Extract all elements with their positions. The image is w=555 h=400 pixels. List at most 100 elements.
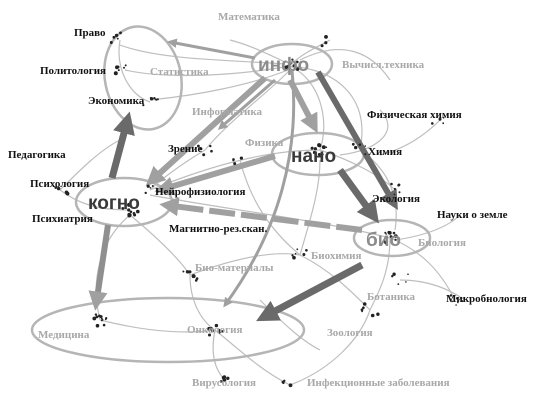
network-edge — [369, 237, 391, 311]
network-node — [117, 69, 120, 72]
network-node — [438, 117, 442, 121]
network-node — [151, 185, 154, 187]
network-node — [317, 143, 322, 148]
field-psychiatry: Психиатрия — [32, 213, 93, 225]
network-node — [397, 183, 401, 187]
network-node — [384, 236, 388, 239]
network-node — [351, 142, 355, 146]
network-node — [210, 149, 213, 153]
network-edge — [99, 319, 216, 333]
network-node — [208, 333, 211, 337]
network-node — [391, 275, 394, 278]
network-node — [362, 302, 367, 306]
network-node — [188, 270, 192, 274]
network-node — [121, 207, 125, 210]
network-edge — [299, 49, 391, 81]
arrow-bio-to-oncology — [256, 261, 364, 322]
network-node — [442, 122, 445, 125]
network-node — [282, 382, 285, 384]
hub-labels: инфо нано когно био — [88, 55, 401, 251]
network-edge — [149, 69, 289, 101]
network-node — [390, 182, 393, 186]
network-edge — [59, 189, 131, 211]
hub-nano-label: нано — [291, 146, 336, 167]
network-node — [457, 301, 459, 304]
network-node — [102, 323, 106, 327]
network-node — [226, 376, 230, 380]
network-node — [370, 313, 375, 318]
network-node — [376, 312, 380, 316]
network-node — [321, 145, 326, 150]
network-node — [294, 252, 297, 255]
network-edge — [189, 274, 216, 331]
network-node — [358, 143, 361, 146]
field-chemistry: Химия — [368, 146, 402, 158]
hub-bio-label: био — [366, 230, 401, 251]
field-mri: Магнитно-рез.скан. — [169, 223, 268, 235]
network-node — [136, 209, 140, 214]
hub-info-label: инфо — [258, 55, 309, 76]
network-node — [116, 37, 119, 40]
network-node — [455, 304, 457, 306]
network-edge — [394, 214, 461, 241]
network-edge — [239, 159, 301, 256]
network-node — [56, 186, 61, 191]
network-node — [394, 238, 397, 241]
network-edge — [359, 149, 397, 231]
network-node — [361, 310, 363, 313]
network-node — [113, 71, 118, 76]
network-edge — [289, 65, 363, 151]
network-node — [431, 122, 434, 125]
network-edge — [214, 329, 291, 386]
network-node — [283, 379, 286, 382]
network-node — [199, 147, 203, 151]
network-node — [442, 117, 445, 119]
arrow-info-to-nano — [287, 78, 318, 134]
field-economics: Экономика — [88, 95, 145, 107]
network-node — [310, 146, 314, 150]
network-node — [210, 329, 214, 333]
network-node — [124, 64, 127, 67]
network-edges — [59, 39, 466, 386]
arrow-info-to-medicine — [223, 69, 296, 308]
network-node — [101, 319, 104, 321]
network-node — [100, 317, 103, 320]
field-neurophysiology: Нейрофизиология — [155, 186, 245, 198]
network-node — [99, 315, 103, 319]
network-node — [197, 144, 200, 148]
network-node — [449, 294, 453, 297]
field-zoology: Зоология — [327, 327, 373, 339]
network-node — [324, 35, 328, 39]
network-node — [64, 190, 69, 195]
network-edge — [339, 109, 389, 156]
network-node — [320, 44, 324, 48]
network-node — [233, 162, 237, 166]
network-node — [384, 241, 388, 245]
field-psychology: Психология — [30, 178, 89, 190]
network-node — [398, 191, 401, 194]
network-node — [185, 270, 190, 274]
field-earth-sciences: Науки о земле — [437, 209, 508, 221]
network-node — [105, 317, 108, 320]
network-node — [214, 323, 219, 328]
network-node — [461, 300, 464, 303]
network-node — [405, 281, 407, 283]
field-computer-engineering: Вычисл.техника — [342, 59, 425, 71]
network-node — [397, 283, 400, 285]
network-node — [292, 255, 296, 260]
network-nodes — [54, 31, 464, 388]
field-informatics: Информатика — [192, 106, 263, 118]
network-edge — [212, 329, 226, 381]
network-edge — [59, 139, 121, 191]
network-edge — [149, 149, 206, 191]
network-node — [221, 330, 224, 333]
field-physics: Физика — [245, 137, 284, 149]
network-node — [313, 147, 317, 151]
arrow-bio-to-cogno — [159, 197, 363, 233]
network-node — [94, 313, 98, 316]
network-node — [116, 65, 120, 69]
network-edge — [289, 309, 371, 386]
network-node — [384, 231, 387, 234]
field-botany: Ботаника — [367, 291, 416, 303]
